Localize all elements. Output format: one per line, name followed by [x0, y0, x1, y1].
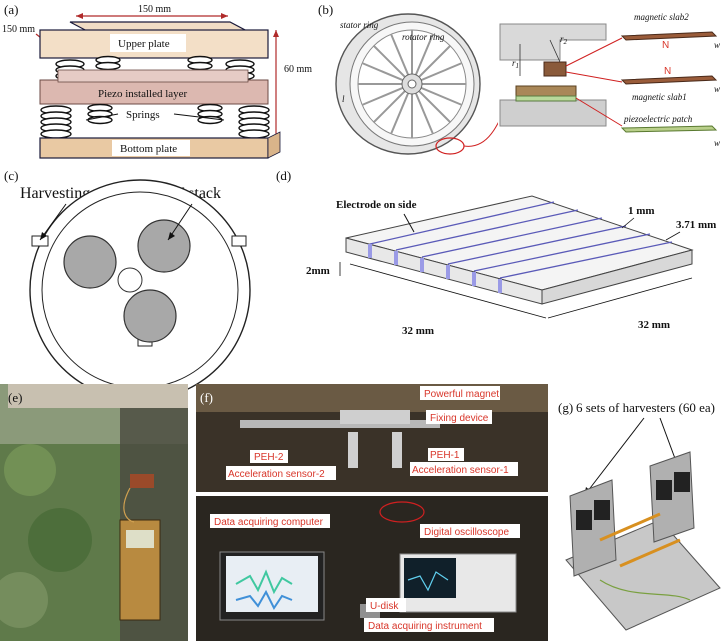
patch-detail: [515, 85, 577, 97]
data-acquiring-instrument-label: Data acquiring instrument: [368, 621, 482, 632]
peh2-label: PEH-2: [254, 452, 284, 463]
harvester-block-1: [576, 510, 592, 530]
fixing-device-label: Fixing device: [430, 413, 489, 424]
piezo-patch-label: piezoelectric patch: [623, 114, 693, 124]
width-371-label: 3.71 mm: [676, 219, 716, 231]
panel-g-label: (g): [558, 400, 573, 415]
acceleration-sensor-2-label: Acceleration sensor-2: [228, 469, 325, 480]
arrow-up-icon: [273, 30, 279, 37]
center-hole: [117, 267, 143, 293]
acceleration-sensor-1-label: Acceleration sensor-1: [412, 465, 509, 476]
panel-c: (c) Harvesting unit PZT stack: [4, 168, 251, 401]
panel-d: (d) Electrode on side 1 mm 3.71 mm 2mm: [276, 168, 716, 337]
stator-detail: [499, 23, 607, 61]
slab2-w-label: w: [714, 40, 720, 50]
magnetic-slab2: [620, 31, 718, 41]
length-a-label: 32 mm: [402, 325, 434, 337]
bottom-plate-label: Bottom plate: [120, 143, 177, 155]
powerful-magnet-label: Powerful magnet: [424, 389, 499, 400]
slot-right: [231, 235, 247, 247]
magnetic-slab2-label: magnetic slab2: [634, 12, 689, 22]
magnet-highlight: [379, 501, 425, 523]
stator-ring-label: stator ring: [340, 20, 379, 30]
coil-springs: [599, 512, 681, 568]
data-acquiring-computer-label: Data acquiring computer: [214, 517, 324, 528]
springs-pointer-right: [173, 113, 225, 121]
magnetic-slab1-label: magnetic slab1: [632, 92, 687, 102]
sensor-1-body: [392, 432, 402, 468]
r1-label: r1: [512, 58, 519, 70]
panel-b: (b) stator ring rotator ring l r1 r2: [318, 2, 720, 155]
panel-a: (a) 150 mm 150 mm 60 mm Upper plate Piez…: [2, 2, 312, 159]
length-b-label: 32 mm: [638, 319, 670, 331]
peh1-label: PEH-1: [430, 450, 460, 461]
bracket: [8, 384, 188, 408]
panel-c-label: (c): [4, 168, 18, 183]
panel-a-label: (a): [4, 2, 18, 17]
electrode-side-marks: [368, 244, 502, 293]
slab1-n-label: N: [664, 66, 671, 77]
panel-b-label: (b): [318, 2, 333, 17]
panel-f: (f) Powerful magnet Fixing device PEH-1 …: [196, 384, 548, 641]
patch-w-label: w: [714, 138, 720, 148]
harvester-block-2: [594, 500, 610, 520]
thickness-label: 2mm: [306, 265, 330, 277]
magnet-detail: [543, 61, 567, 77]
rotator-ring-label: rotator ring: [402, 32, 445, 42]
arrow-left-icon: [76, 13, 83, 19]
panel-g-caption: 6 sets of harvesters (60 ea): [576, 400, 715, 415]
width-dimension: 150 mm: [138, 4, 171, 15]
electrode-label: Electrode on side: [336, 199, 417, 211]
panel-g: (g) 6 sets of harvesters (60 ea): [558, 400, 721, 631]
panel-e: (e): [0, 384, 188, 641]
panel-e-label: (e): [8, 390, 22, 405]
springs-pointer-left: [85, 113, 119, 121]
sensor-2-body: [348, 432, 358, 468]
slot-left: [31, 235, 49, 247]
pzt-stack-2: [137, 219, 191, 273]
r2-label: r2: [560, 34, 568, 46]
depth-dimension: 150 mm: [2, 24, 35, 35]
pzt-stack-3: [123, 289, 177, 343]
upper-plate-label: Upper plate: [118, 38, 170, 50]
harvester-block-4: [674, 472, 690, 492]
panel-f-label: (f): [200, 390, 213, 405]
patch-pointer: [575, 97, 623, 127]
one-mm-label: 1 mm: [628, 205, 655, 217]
slab2-pointer: [565, 37, 623, 67]
rotator-detail: [499, 99, 607, 127]
slab-side: [541, 249, 693, 305]
digital-oscilloscope-label: Digital oscilloscope: [424, 527, 509, 538]
caption-pointer-left: [583, 417, 645, 497]
u-disk-label: U-disk: [370, 601, 399, 612]
length-a-line: [349, 263, 547, 319]
arrow-right-icon: [221, 13, 228, 19]
length-b-line: [547, 277, 693, 319]
slab2-n-label: N: [662, 40, 669, 51]
circuit-board: [130, 474, 154, 488]
lower-springs: [40, 103, 270, 139]
height-dimension: 60 mm: [284, 64, 312, 75]
harvester-disk: [29, 179, 251, 401]
springs-label: Springs: [126, 109, 160, 121]
electrode-stripes: [369, 201, 673, 279]
slab1-pointer: [565, 71, 623, 83]
wheel-l-label: l: [342, 94, 345, 104]
electrode-pointer: [403, 213, 415, 233]
piezo-layer-label: Piezo installed layer: [98, 88, 188, 100]
wires: [599, 579, 691, 601]
slab1-w-label: w: [714, 84, 720, 94]
piezo-patch: [620, 125, 718, 133]
panel-d-label: (d): [276, 168, 291, 183]
harvester-block-3: [656, 480, 672, 500]
pzt-stack-1: [63, 235, 117, 289]
magnetic-slab1: [620, 75, 718, 85]
fixing-block: [340, 410, 410, 424]
